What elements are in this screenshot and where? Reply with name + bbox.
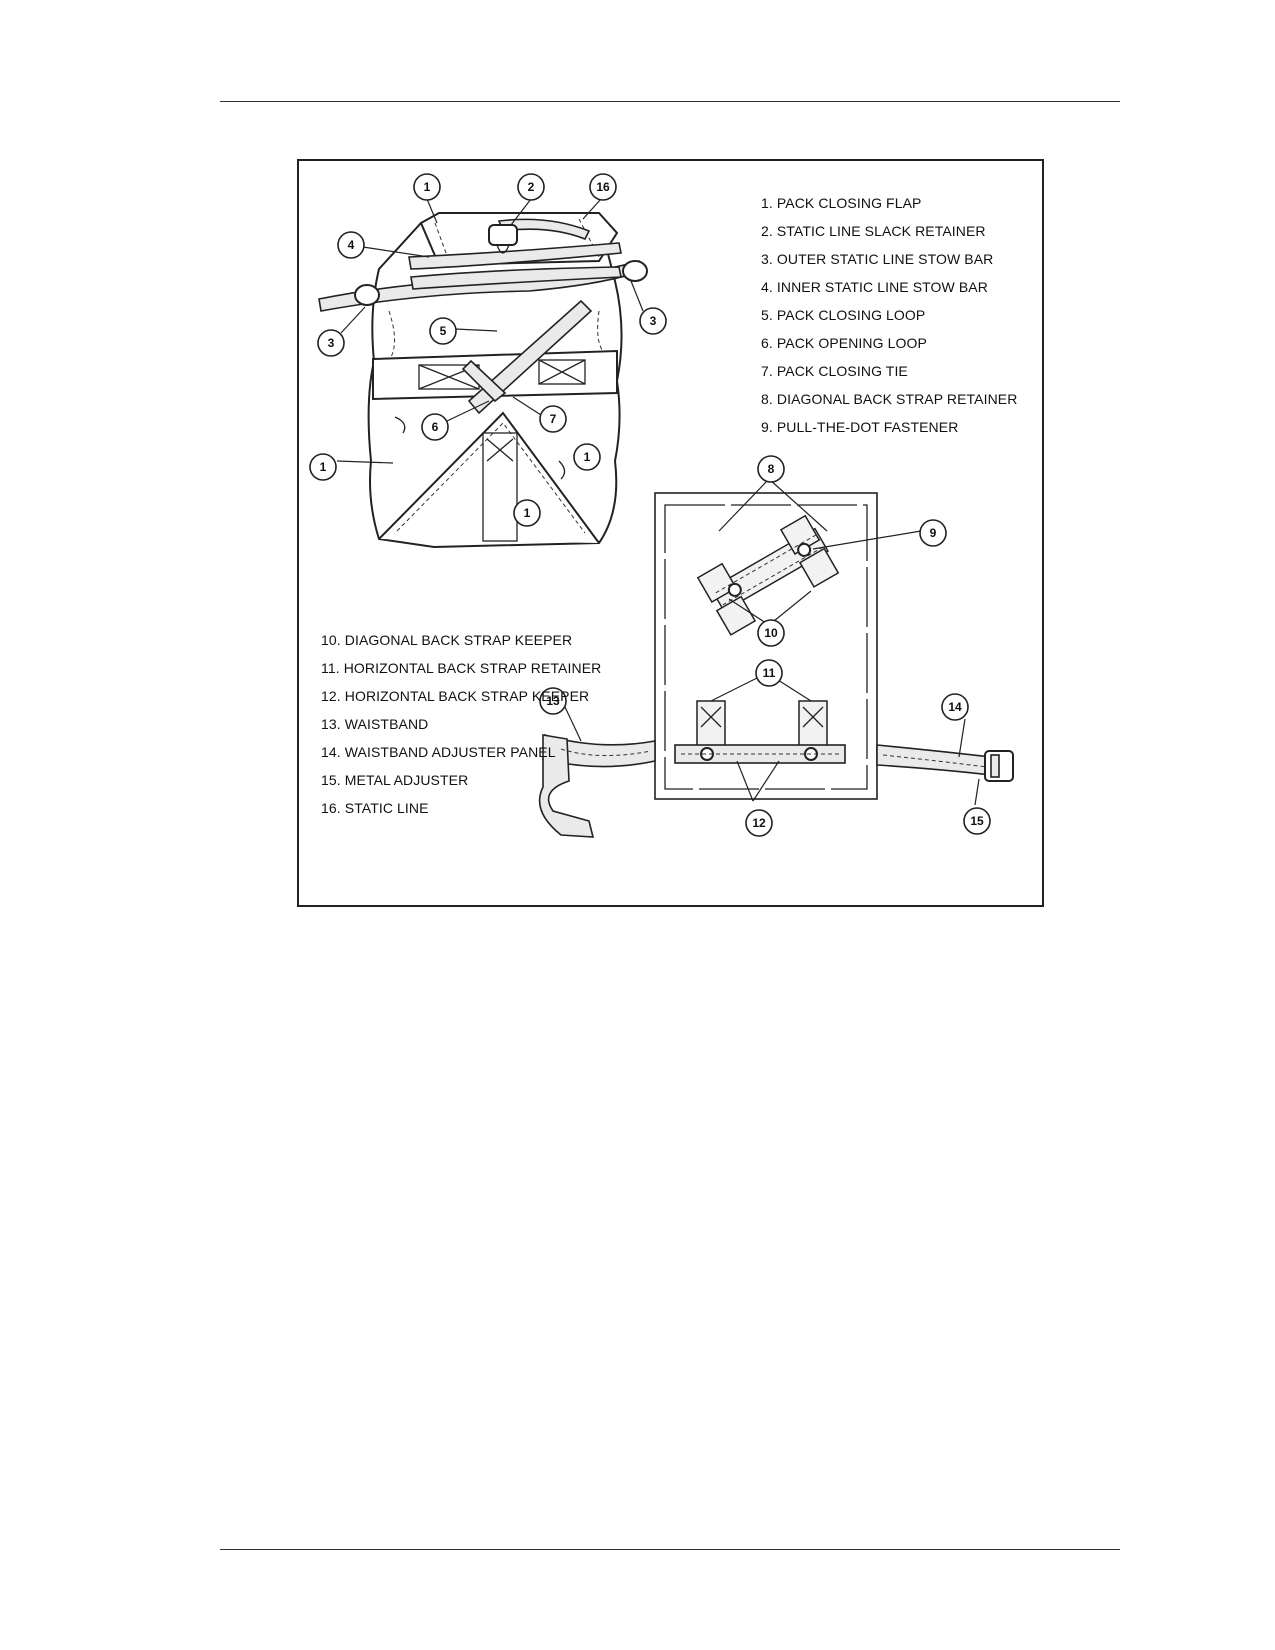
svg-text:6: 6 [432,420,439,434]
svg-text:12: 12 [752,816,766,830]
callout-13: 13 [539,687,567,715]
callout-3-right: 3 [639,307,667,335]
legend-item-13: 13. WAISTBAND [321,716,429,732]
legend-item-9: 9. PULL-THE-DOT FASTENER [761,419,959,435]
svg-text:8: 8 [768,462,775,476]
footer-rule [220,1549,1120,1550]
legend-item-2: 2. STATIC LINE SLACK RETAINER [761,223,986,239]
callout-6: 6 [421,413,449,441]
svg-text:5: 5 [440,324,447,338]
callout-1-top: 1 [413,173,441,201]
svg-text:1: 1 [320,460,327,474]
svg-text:1: 1 [424,180,431,194]
callout-4: 4 [337,231,365,259]
legend-items-10-16: 10. DIAGONAL BACK STRAP KEEPER 11. HORIZ… [321,626,601,822]
svg-text:16: 16 [596,180,610,194]
callout-2: 2 [517,173,545,201]
svg-text:7: 7 [550,412,557,426]
svg-text:3: 3 [328,336,335,350]
waistband-drawing [538,733,1014,838]
svg-text:4: 4 [348,238,355,252]
svg-text:3: 3 [650,314,657,328]
callout-12: 12 [745,809,773,837]
legend-item-11: 11. HORIZONTAL BACK STRAP RETAINER [321,660,602,676]
pack-illustration: 1 2 16 4 3 3 5 6 7 1 1 1 8 9 10 11 [309,173,1014,838]
legend-item-4: 4. INNER STATIC LINE STOW BAR [761,279,988,295]
callout-1-bottom: 1 [513,499,541,527]
callout-9: 9 [919,519,947,547]
callout-1-left: 1 [309,453,337,481]
callout-15: 15 [963,807,991,835]
legend-item-10: 10. DIAGONAL BACK STRAP KEEPER [321,632,573,648]
callout-11: 11 [755,659,783,687]
svg-text:2: 2 [528,180,535,194]
callout-8: 8 [757,455,785,483]
legend-item-15: 15. METAL ADJUSTER [321,772,469,788]
svg-text:10: 10 [764,626,778,640]
callout-7: 7 [539,405,567,433]
legend-item-1: 1. PACK CLOSING FLAP [761,195,922,211]
svg-text:1: 1 [524,506,531,520]
svg-text:14: 14 [948,700,962,714]
callout-14: 14 [941,693,969,721]
legend-item-7: 7. PACK CLOSING TIE [761,363,908,379]
callout-3-left: 3 [317,329,345,357]
parachute-pack-figure: 1 2 16 4 3 3 5 6 7 1 1 1 8 9 10 11 [297,159,1044,907]
svg-text:11: 11 [763,666,776,680]
legend-item-14: 14. WAISTBAND ADJUSTER PANEL [321,744,556,760]
callout-5: 5 [429,317,457,345]
leader-lines [336,198,980,806]
legend-item-8: 8. DIAGONAL BACK STRAP RETAINER [761,391,1018,407]
legend-item-16: 16. STATIC LINE [321,800,429,816]
svg-text:1: 1 [584,450,591,464]
legend-item-3: 3. OUTER STATIC LINE STOW BAR [761,251,994,267]
legend-item-6: 6. PACK OPENING LOOP [761,335,927,351]
legend-item-5: 5. PACK CLOSING LOOP [761,307,926,323]
svg-text:13: 13 [546,694,560,708]
legend-items-1-9: 1. PACK CLOSING FLAP 2. STATIC LINE SLAC… [761,189,1017,441]
parachute-pack-drawing [318,212,648,549]
callout-10: 10 [757,619,785,647]
callout-16: 16 [589,173,617,201]
callout-1-right: 1 [573,443,601,471]
svg-text:15: 15 [970,814,984,828]
legend-item-12: 12. HORIZONTAL BACK STRAP KEEPER [321,688,590,704]
header-rule [220,101,1120,102]
back-panel-drawing [654,492,878,800]
svg-text:9: 9 [930,526,937,540]
